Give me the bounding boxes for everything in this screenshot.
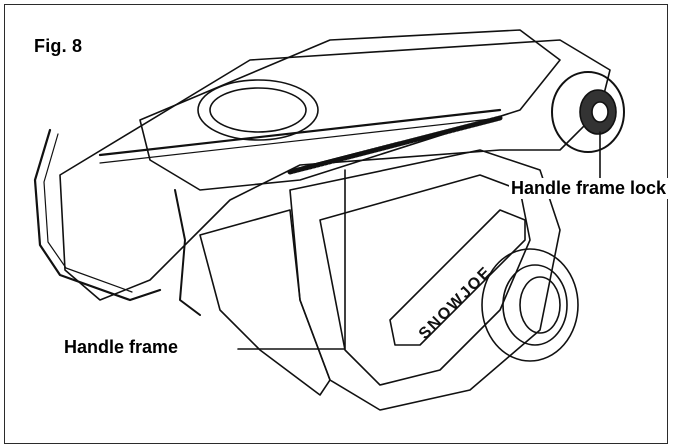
figure-label: Fig. 8 [34,36,83,56]
handle-loop [33,128,162,302]
machine-body [59,39,611,301]
callout-handle-frame-lock: Handle frame lock [509,178,673,199]
brand-plate [389,209,526,346]
handle-frame-lock-knob [551,71,625,153]
wheel [481,248,579,362]
callout-handle-frame: Handle frame [62,337,181,358]
brand-logo-text: SNOWJOE [416,263,496,343]
top-deck [139,29,561,191]
leader-line-handle-frame [237,169,346,350]
scoop-housing [199,209,331,396]
handle-frame-rail [98,108,502,157]
chute-opening [197,79,319,141]
handle-frame-spring [287,115,503,175]
